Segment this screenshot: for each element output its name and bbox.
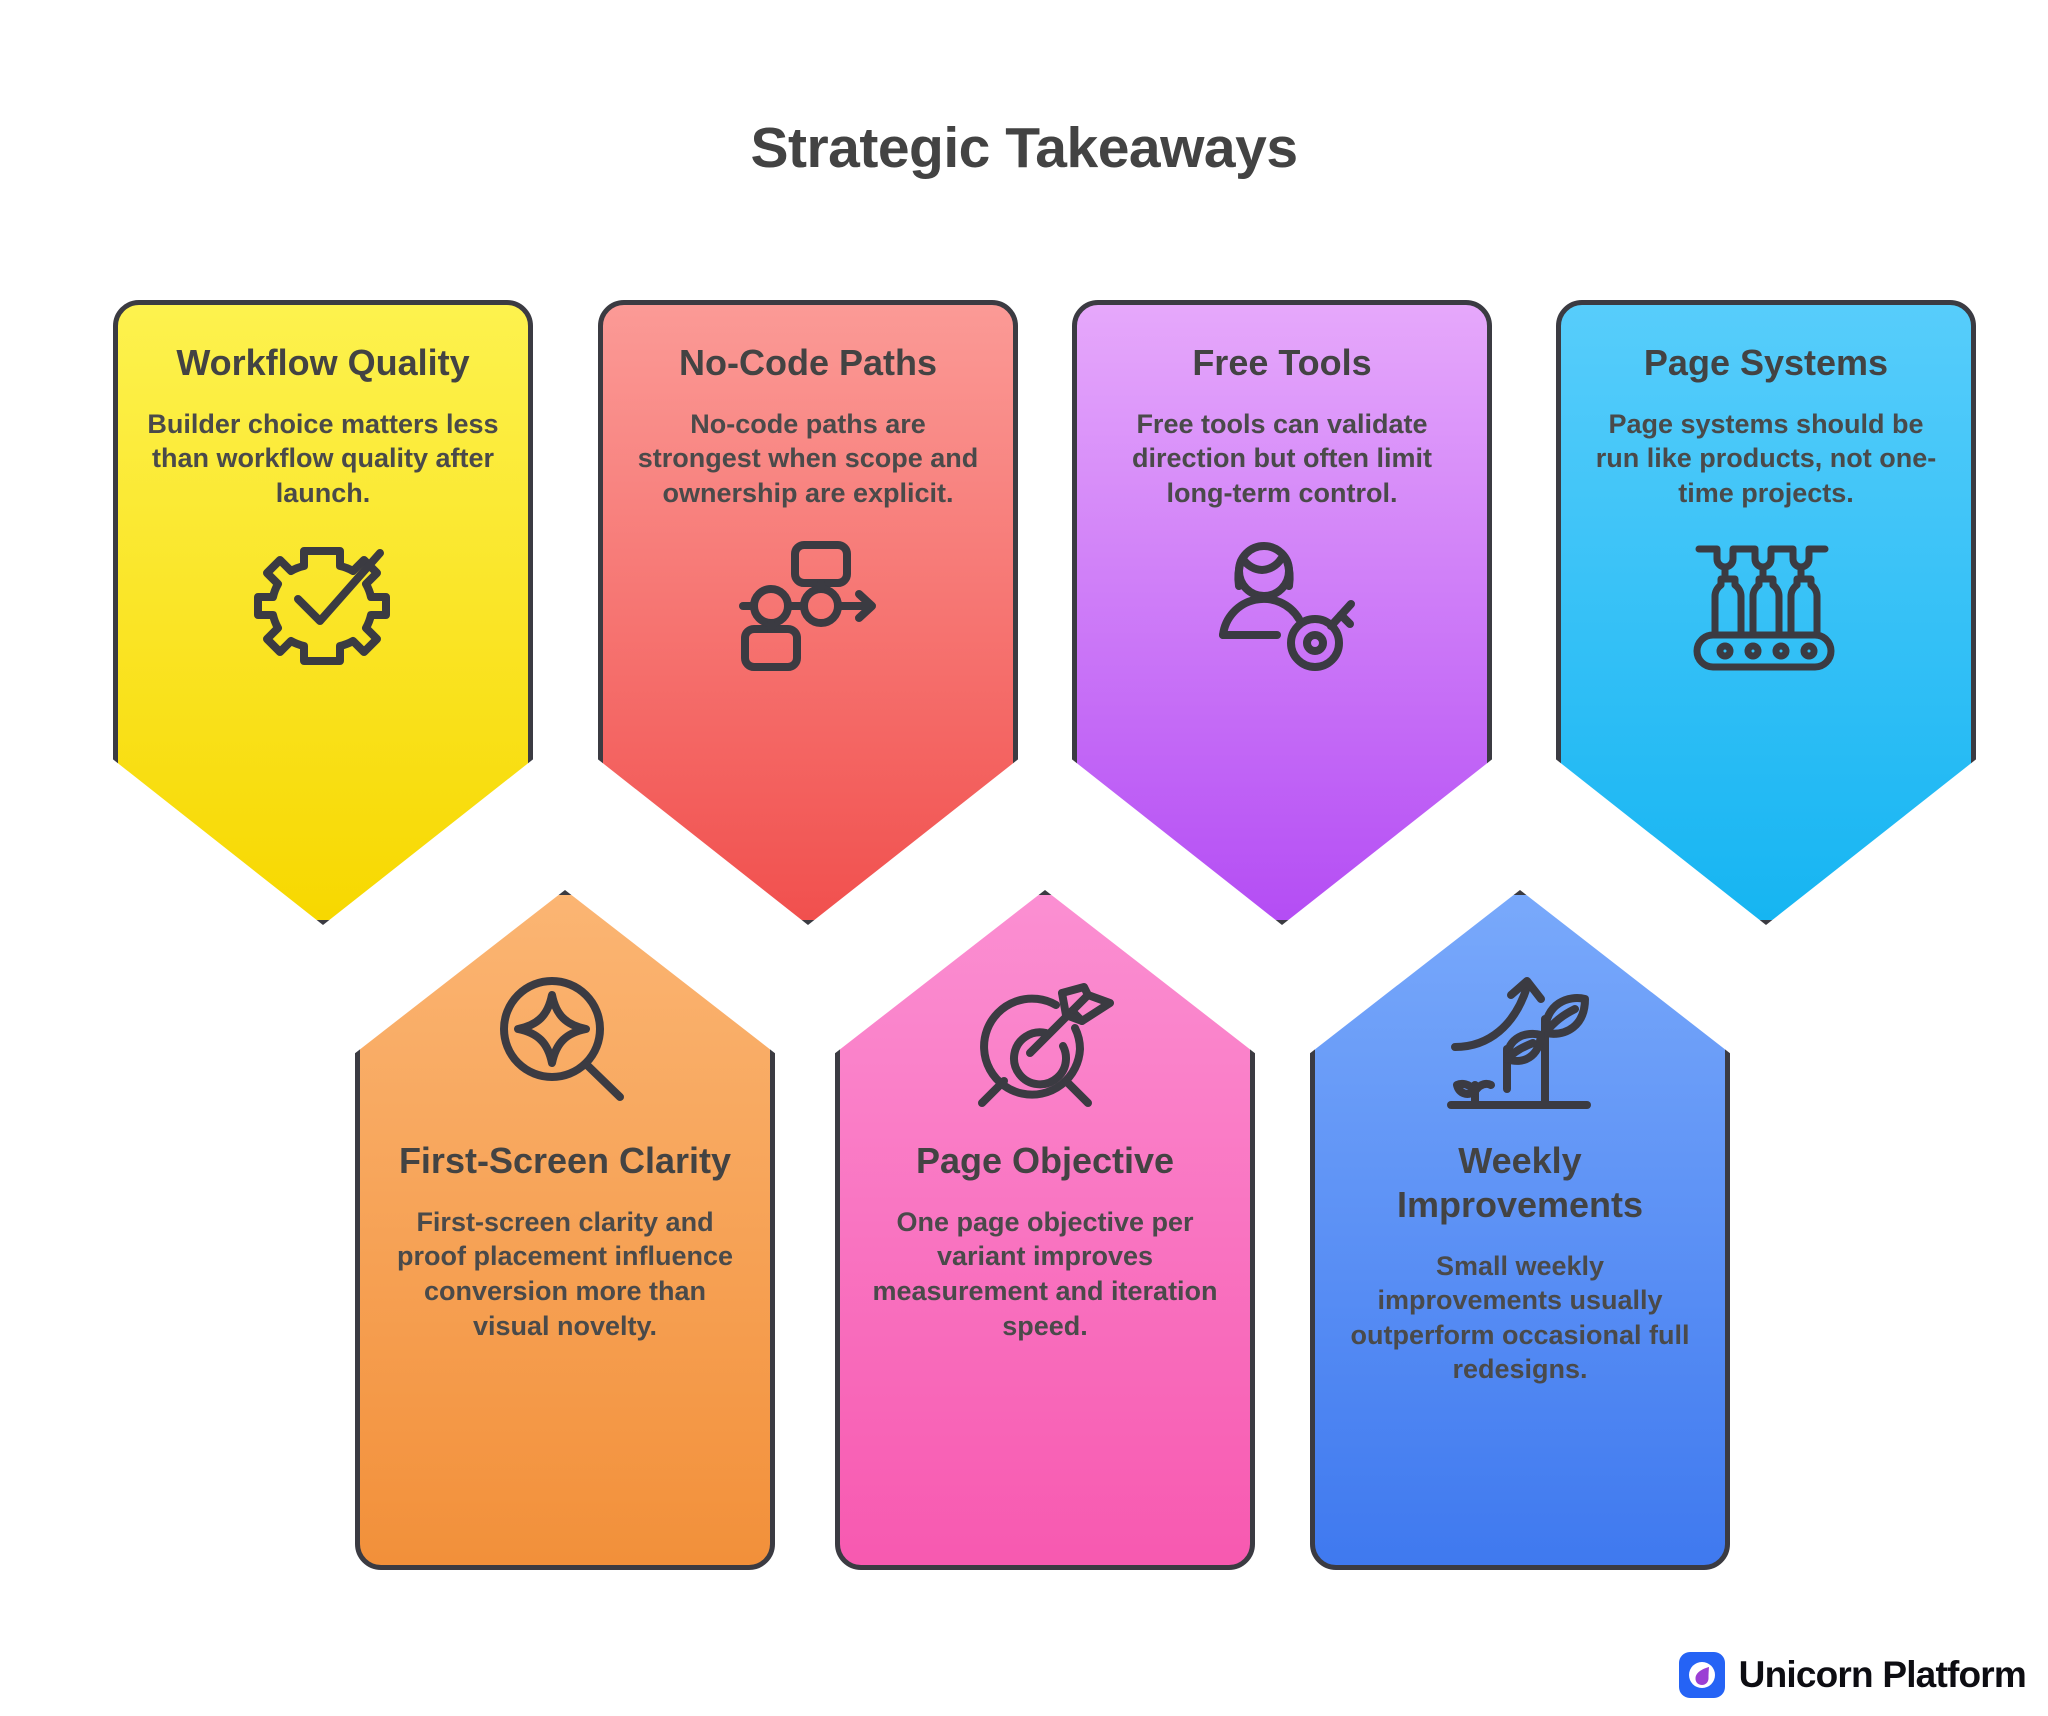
bottling-line-icon <box>1691 537 1841 677</box>
card-title: Page Objective <box>915 1140 1175 1181</box>
card-title: Free Tools <box>1192 342 1372 383</box>
card-weekly-improvements[interactable]: Weekly Improvements Small weekly improve… <box>1310 890 1730 1570</box>
card-title: No-Code Paths <box>678 342 937 383</box>
card-title: Page Systems <box>1643 342 1889 383</box>
card-no-code-paths[interactable]: No-Code Paths No-code paths are stronges… <box>598 300 1018 925</box>
flowchart-icon <box>733 537 883 677</box>
page-title: Strategic Takeaways <box>750 116 1298 180</box>
magnifier-sparkle-icon <box>490 973 640 1113</box>
card-page-systems[interactable]: Page Systems Page systems should be run … <box>1556 300 1976 925</box>
plant-growth-icon <box>1445 973 1595 1113</box>
card-page-objective[interactable]: Page Objective One page objective per va… <box>835 890 1255 1570</box>
card-title: Weekly Improvements <box>1396 1140 1644 1225</box>
card-workflow-quality[interactable]: Workflow Quality Builder choice matters … <box>113 300 533 925</box>
card-body: One page objective per variant improves … <box>872 1206 1218 1341</box>
person-key-icon <box>1207 537 1357 677</box>
card-body: Free tools can validate direction but of… <box>1132 408 1432 508</box>
card-body: Page systems should be run like products… <box>1595 408 1937 508</box>
card-title: Workflow Quality <box>176 342 470 383</box>
card-body: Builder choice matters less than workflo… <box>147 408 499 508</box>
card-free-tools[interactable]: Free Tools Free tools can validate direc… <box>1072 300 1492 925</box>
card-title: First-Screen Clarity <box>398 1140 732 1181</box>
unicorn-droplet-icon <box>1678 1652 1725 1698</box>
card-body: First-screen clarity and proof placement… <box>396 1206 734 1341</box>
card-first-screen-clarity[interactable]: First-Screen Clarity First-screen clarit… <box>355 890 775 1570</box>
brand-name: Unicorn Platform <box>1738 1654 2027 1695</box>
gear-check-icon <box>248 537 398 677</box>
footer-brand[interactable]: Unicorn Platform <box>1678 1652 2027 1698</box>
card-body: Small weekly improvements usually outper… <box>1350 1250 1690 1385</box>
target-arrow-icon <box>970 973 1120 1113</box>
card-body: No-code paths are strongest when scope a… <box>637 408 979 508</box>
